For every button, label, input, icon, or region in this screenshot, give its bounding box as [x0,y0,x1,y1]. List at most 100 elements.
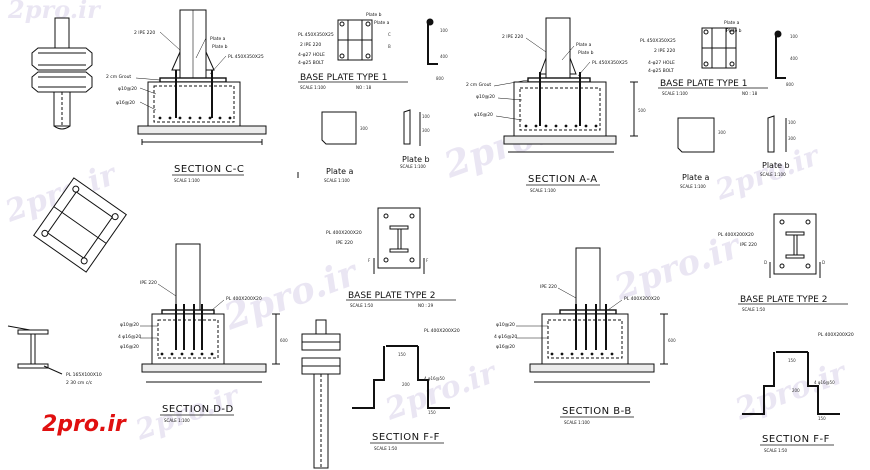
plate-a-title: Plate a [326,167,354,176]
bp1r-hole: 4-φ27 HOLE [648,60,675,66]
section-dd-scale: SCALE 1:100 [164,418,190,423]
bp1r-ipe: 2 IPE 220 [654,48,675,54]
bb-ipe: IPE 220 [540,284,557,290]
aa-rebar-2: φ16@20 [474,112,493,118]
aa-dim-500: 500 [638,108,646,113]
bp1l-dim-c: C [388,32,391,37]
bp1l-plate-b: Plate b [366,12,382,18]
plate-a-b-right [677,115,787,153]
cc-leader-lines [135,31,227,111]
bp1l-scale: SCALE 1:100 [300,85,326,90]
plate-b-r-dim-100: 100 [788,120,796,125]
bp1l-dim-100: 100 [440,28,448,33]
aa-leader-lines [493,37,591,121]
dd-rebar-2: 4 φ16@20 [118,334,141,340]
aa-pl: PL 450X350X25 [592,60,628,66]
aa-ipe-label: 2 IPE 220 [502,34,523,40]
cc-ipe-label: 2 IPE 220 [134,30,155,36]
watermark: 2pro.ir [380,355,503,428]
plate-b-scale: SCALE 1:100 [400,164,426,169]
bp2l-scale: SCALE 1:50 [350,303,374,308]
section-ff-right [742,351,840,415]
bp2r-pl: PL 400X200X20 [718,232,754,238]
plate-b-dim-100: 100 [422,114,430,119]
base-plate-1-left [337,18,438,65]
bp1l-dim-b: B [388,44,391,49]
ipe-bottom-label: PL 165X100X10 [66,372,102,378]
bp1l-no: NO : 18 [356,85,372,90]
bp2l-f2: F [426,258,429,263]
bp1r-dim-400: 400 [790,56,798,61]
plate-b-r-dim-300: 300 [788,136,796,141]
aa-plate-b: Plate b [578,50,594,56]
bp2r-scale: SCALE 1:50 [742,307,766,312]
section-dd-rebar-dots [160,352,214,356]
bp1r-dim-100: 100 [790,34,798,39]
dd-rebar-1: φ10@20 [120,322,139,328]
section-aa-rebar-dots [524,124,598,128]
base-plate-1-right [701,27,786,79]
ipe-bottom-label-2: 2 30 cm c/c [66,380,93,386]
bp2r-d2: D [822,260,825,265]
section-cc-drawing [137,9,267,145]
dd-ipe-label: IPE 220 [140,280,157,286]
bp1r-bolt: 4-φ25 BOLT [648,68,674,74]
section-dd-title: SECTION D-D [162,404,234,415]
cc-rebar-2-label: φ16@20 [116,100,135,106]
plate-b-r-title: Plate b [762,161,790,170]
ipe-small-section [7,325,63,375]
bb-rebar-3: φ16@20 [496,344,515,350]
bp1l-dim-800: 800 [436,76,444,81]
ff-l-150b: 150 [428,410,436,415]
aa-rebar-1: φ10@20 [476,94,495,100]
section-bb-title: SECTION B-B [562,406,632,417]
section-bb-drawing [529,247,668,383]
section-ff-l-title: SECTION F-F [372,432,440,443]
plate-b-dim-300: 300 [422,128,430,133]
watermark: 2pro.ir [218,251,366,339]
bp2r-title: BASE PLATE TYPE 2 [740,295,827,305]
plate-a-dim-300: 300 [360,126,368,131]
bp2l-title: BASE PLATE TYPE 2 [348,291,435,301]
brand-logo: 2pro.ir [42,412,126,437]
bp2l-no: NO : 29 [418,303,434,308]
cc-rebar-1-label: φ10@20 [118,86,137,92]
bp2l-f1: F [368,258,371,263]
section-cc-rebar-dots [158,116,232,120]
section-dd-drawing [141,243,280,383]
bp1r-title: BASE PLATE TYPE 1 [660,79,747,89]
section-aa-scale: SCALE 1:100 [530,188,556,193]
bb-dim-600: 600 [668,338,676,343]
ff-l-pl: PL 400X200X20 [424,328,460,334]
cc-pl-label: PL 450X350X25 [228,54,264,60]
section-cc-title: SECTION C-C [174,164,244,175]
ff-r-150b: 150 [818,416,826,421]
section-cc-scale: SCALE 1:100 [174,178,200,183]
section-aa-title: SECTION A-A [528,174,598,185]
ff-l-200: 200 [402,382,410,387]
aa-plate-a: Plate a [576,42,592,48]
bp1l-hole: 4-φ27 HOLE [298,52,325,58]
bp1l-bolt: 4-φ25 BOLT [298,60,324,66]
bp1l-ipe: 2 IPE 220 [300,42,321,48]
ff-r-200: 200 [792,388,800,393]
cc-plate-b-label: Plate b [212,44,228,50]
bb-rebar-1: φ10@20 [496,322,515,328]
rotated-plate-view [33,177,127,273]
bp1r-no: NO : 18 [742,91,758,96]
aa-grout: 2 cm Grout [466,82,491,88]
bp2l-ipe: IPE 220 [336,240,353,246]
bp1l-pl: PL 450X350X25 [298,32,334,38]
ff-r-bolt: 4 φ16@50 [814,380,835,385]
bp1r-dim-800: 800 [786,82,794,87]
section-ff-r-scale: SCALE 1:50 [764,448,788,453]
bp1r-plate-b: Plate b [726,28,742,34]
section-ff-r-title: SECTION F-F [762,434,830,445]
section-ff-l-scale: SCALE 1:50 [374,446,398,451]
cc-plate-a-label: Plate a [210,36,226,42]
dd-leader-lines [140,283,225,339]
plate-b-title: Plate b [402,155,430,164]
bp1l-title: BASE PLATE TYPE 1 [300,73,387,83]
bolt-nut-detail [31,17,93,130]
